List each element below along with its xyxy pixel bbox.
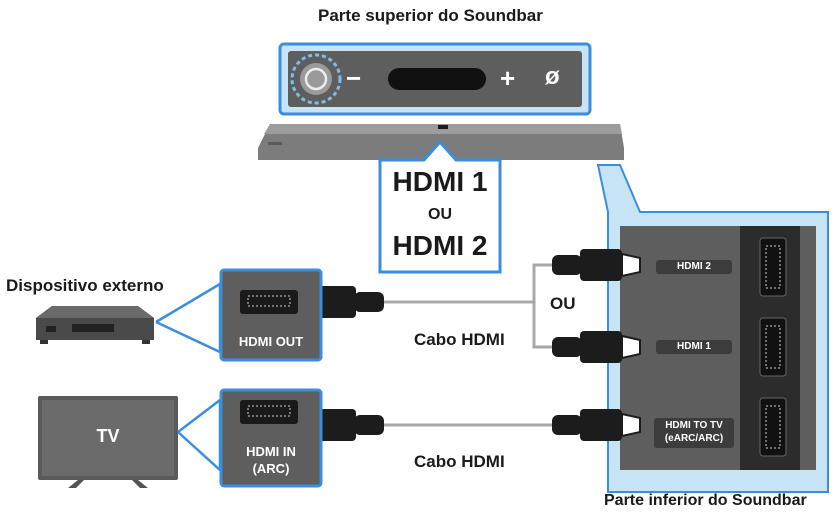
port-label-tv-bg — [654, 418, 734, 448]
hdmi-in-arc-label: (ARC) — [252, 461, 290, 476]
hdmi-port-icon — [759, 317, 787, 377]
soundbar — [258, 124, 624, 160]
or-label-callout: OU — [428, 206, 452, 223]
hdmi-connector-icon — [552, 409, 641, 441]
bottom-panel-title: Parte inferior do Soundbar — [604, 492, 807, 509]
hdmi-port-icon — [240, 400, 298, 424]
external-device-label: Dispositivo externo — [6, 276, 164, 295]
port-label-hdmi2-bg — [656, 260, 732, 274]
hdmi2-label: HDMI 2 — [392, 230, 488, 261]
hdmi-port-icon — [759, 397, 787, 457]
tv-pointer — [177, 397, 222, 473]
port-label-hdmi1-bg — [656, 340, 732, 354]
source-button-icon — [300, 63, 332, 95]
hdmi-connector-icon — [552, 249, 641, 281]
tv-icon — [38, 396, 178, 488]
hdmi1-label: HDMI 1 — [392, 166, 488, 197]
hdmi-port-icon — [240, 290, 298, 314]
port-label-hdmi1: HDMI 1 — [677, 341, 711, 352]
set-top-box-icon — [36, 306, 154, 344]
or-label-right: OU — [550, 294, 576, 313]
hdmi-in-label: HDMI IN — [246, 444, 296, 459]
top-panel-title: Parte superior do Soundbar — [318, 6, 543, 25]
device-pointer — [155, 281, 222, 354]
cable-label-bottom: Cabo HDMI — [414, 452, 505, 471]
volume-up-icon: + — [500, 63, 516, 93]
hdmi-out-label: HDMI OUT — [238, 334, 304, 349]
volume-down-icon: − — [346, 63, 362, 93]
hdmi-port-icon — [759, 237, 787, 297]
cable-label-top: Cabo HDMI — [414, 330, 505, 349]
port-label-hdmi2: HDMI 2 — [677, 261, 711, 272]
top-panel-callout — [278, 42, 592, 116]
mic-mute-icon: ø — [545, 63, 560, 90]
tv-label: TV — [96, 426, 120, 446]
port-label-earc: (eARC/ARC) — [664, 433, 724, 444]
hdmi-callout-box — [378, 139, 502, 274]
port-label-hdmi-to-tv: HDMI TO TV — [665, 420, 723, 431]
cables — [382, 263, 554, 427]
hdmi-connector-icon — [552, 331, 641, 363]
